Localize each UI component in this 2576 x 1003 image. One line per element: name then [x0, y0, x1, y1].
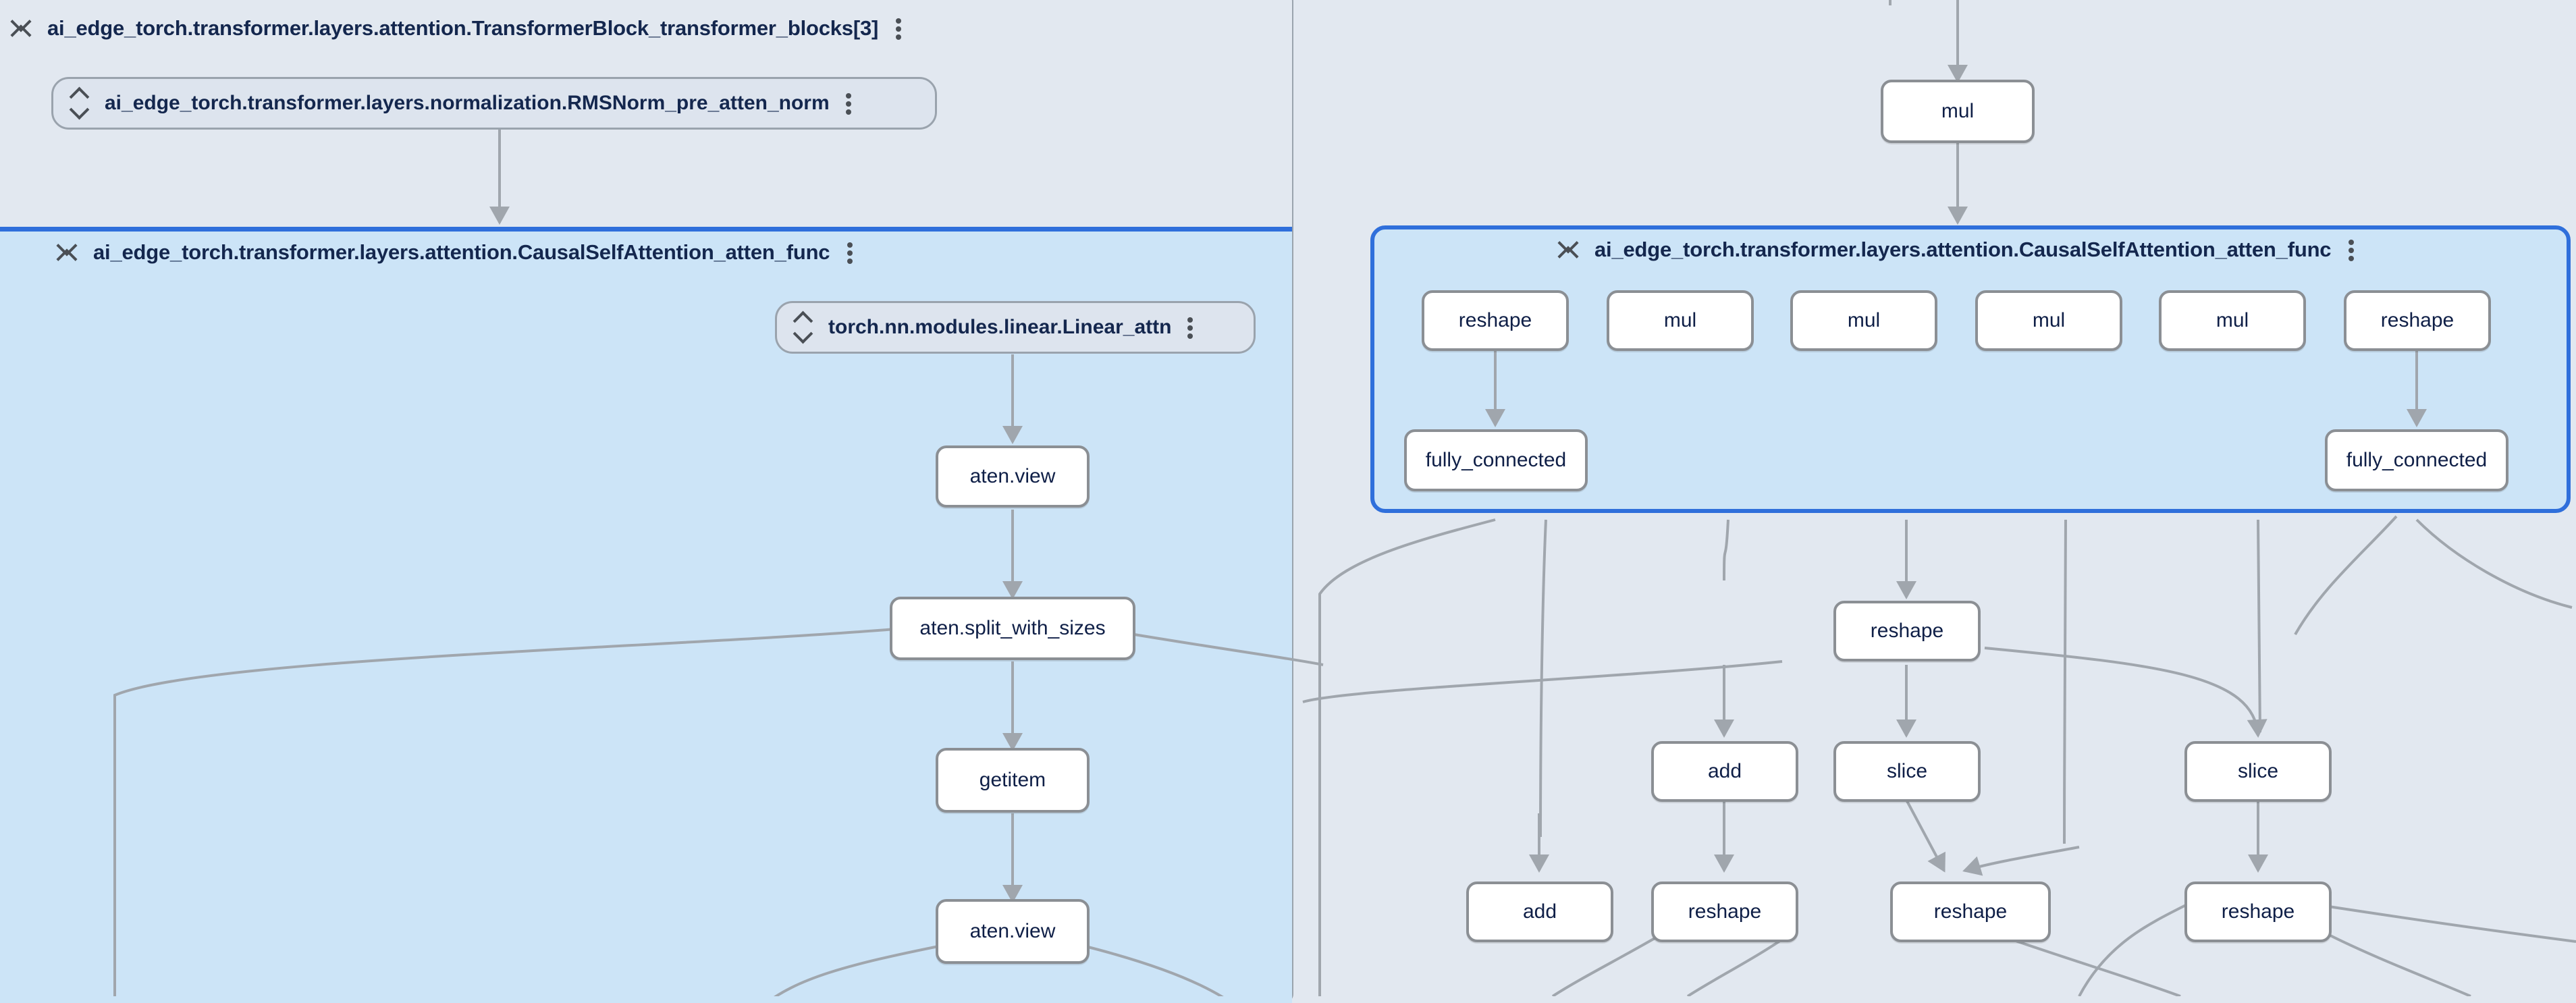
collapse-chevrons-icon[interactable]	[12, 13, 30, 43]
op-node[interactable]: fully_connected	[2325, 429, 2508, 491]
op-node-label: aten.view	[969, 920, 1056, 942]
op-node[interactable]: mul	[1881, 80, 2035, 143]
layer-pill-rmsnorm[interactable]: ai_edge_torch.transformer.layers.normali…	[51, 77, 937, 130]
op-node-label: mul	[1847, 309, 1881, 331]
more-vertical-icon[interactable]	[896, 13, 903, 43]
more-vertical-icon[interactable]	[847, 238, 854, 267]
right-selected-group-header-label: ai_edge_torch.transformer.layers.attenti…	[1594, 238, 2332, 261]
op-node-label: slice	[2237, 760, 2278, 782]
op-node-label: getitem	[979, 769, 1046, 791]
collapse-chevrons-icon[interactable]	[1559, 235, 1577, 265]
op-node-label: slice	[1886, 760, 1927, 782]
op-node[interactable]: aten.split_with_sizes	[890, 597, 1135, 660]
more-vertical-icon[interactable]	[845, 88, 853, 118]
expand-chevrons-icon[interactable]	[795, 313, 812, 342]
op-node[interactable]: mul	[1607, 290, 1754, 351]
op-node[interactable]: reshape	[1833, 601, 1981, 661]
op-node-label: reshape	[2380, 309, 2454, 331]
op-node[interactable]: mul	[1790, 290, 1937, 351]
layer-pill-linear-attn[interactable]: torch.nn.modules.linear.Linear_attn	[775, 301, 1256, 354]
left-group-header[interactable]: ai_edge_torch.transformer.layers.attenti…	[12, 13, 903, 43]
op-node-label: aten.split_with_sizes	[919, 617, 1106, 639]
op-node[interactable]: slice	[1833, 741, 1981, 802]
op-node[interactable]: reshape	[1651, 882, 1798, 942]
op-node[interactable]: aten.view	[936, 899, 1090, 964]
layer-pill-rmsnorm-label: ai_edge_torch.transformer.layers.normali…	[105, 92, 830, 114]
layer-pill-linear-attn-label: torch.nn.modules.linear.Linear_attn	[828, 316, 1172, 338]
op-node[interactable]: slice	[2184, 741, 2332, 802]
op-node[interactable]: getitem	[936, 748, 1090, 813]
left-selected-group-header[interactable]: ai_edge_torch.transformer.layers.attenti…	[58, 238, 854, 267]
op-node-label: fully_connected	[2346, 449, 2488, 471]
more-vertical-icon[interactable]	[2349, 235, 2355, 265]
op-node-label: reshape	[1870, 620, 1944, 642]
op-node[interactable]: reshape	[1422, 290, 1569, 351]
right-selected-group-header[interactable]: ai_edge_torch.transformer.layers.attenti…	[1559, 235, 2355, 265]
op-node-label: mul	[2216, 309, 2249, 331]
more-vertical-icon[interactable]	[1187, 313, 1194, 342]
left-group-header-label: ai_edge_torch.transformer.layers.attenti…	[47, 16, 879, 40]
op-node-label: reshape	[1688, 900, 1762, 923]
op-node[interactable]: aten.view	[936, 445, 1090, 508]
op-node-label: reshape	[1933, 900, 2008, 923]
op-node-label: reshape	[2221, 900, 2295, 923]
op-node-label: fully_connected	[1425, 449, 1567, 471]
op-node[interactable]: mul	[2159, 290, 2306, 351]
expand-chevrons-icon[interactable]	[71, 88, 88, 118]
op-node[interactable]: add	[1651, 741, 1798, 802]
op-node[interactable]: reshape	[2344, 290, 2491, 351]
op-node-label: aten.view	[969, 465, 1056, 487]
op-node-label: reshape	[1458, 309, 1532, 331]
collapse-chevrons-icon[interactable]	[58, 238, 76, 267]
op-node[interactable]: fully_connected	[1404, 429, 1588, 491]
op-node-label: mul	[1941, 100, 1975, 122]
op-node-label: add	[1707, 760, 1742, 782]
op-node[interactable]: mul	[1975, 290, 2122, 351]
op-node-label: mul	[1663, 309, 1697, 331]
left-selected-group-header-label: ai_edge_torch.transformer.layers.attenti…	[93, 240, 830, 264]
op-node[interactable]: reshape	[1890, 882, 2051, 942]
op-node[interactable]: reshape	[2184, 882, 2332, 942]
op-node[interactable]: add	[1466, 882, 1613, 942]
op-node-label: mul	[2032, 309, 2066, 331]
op-node-label: add	[1522, 900, 1557, 923]
